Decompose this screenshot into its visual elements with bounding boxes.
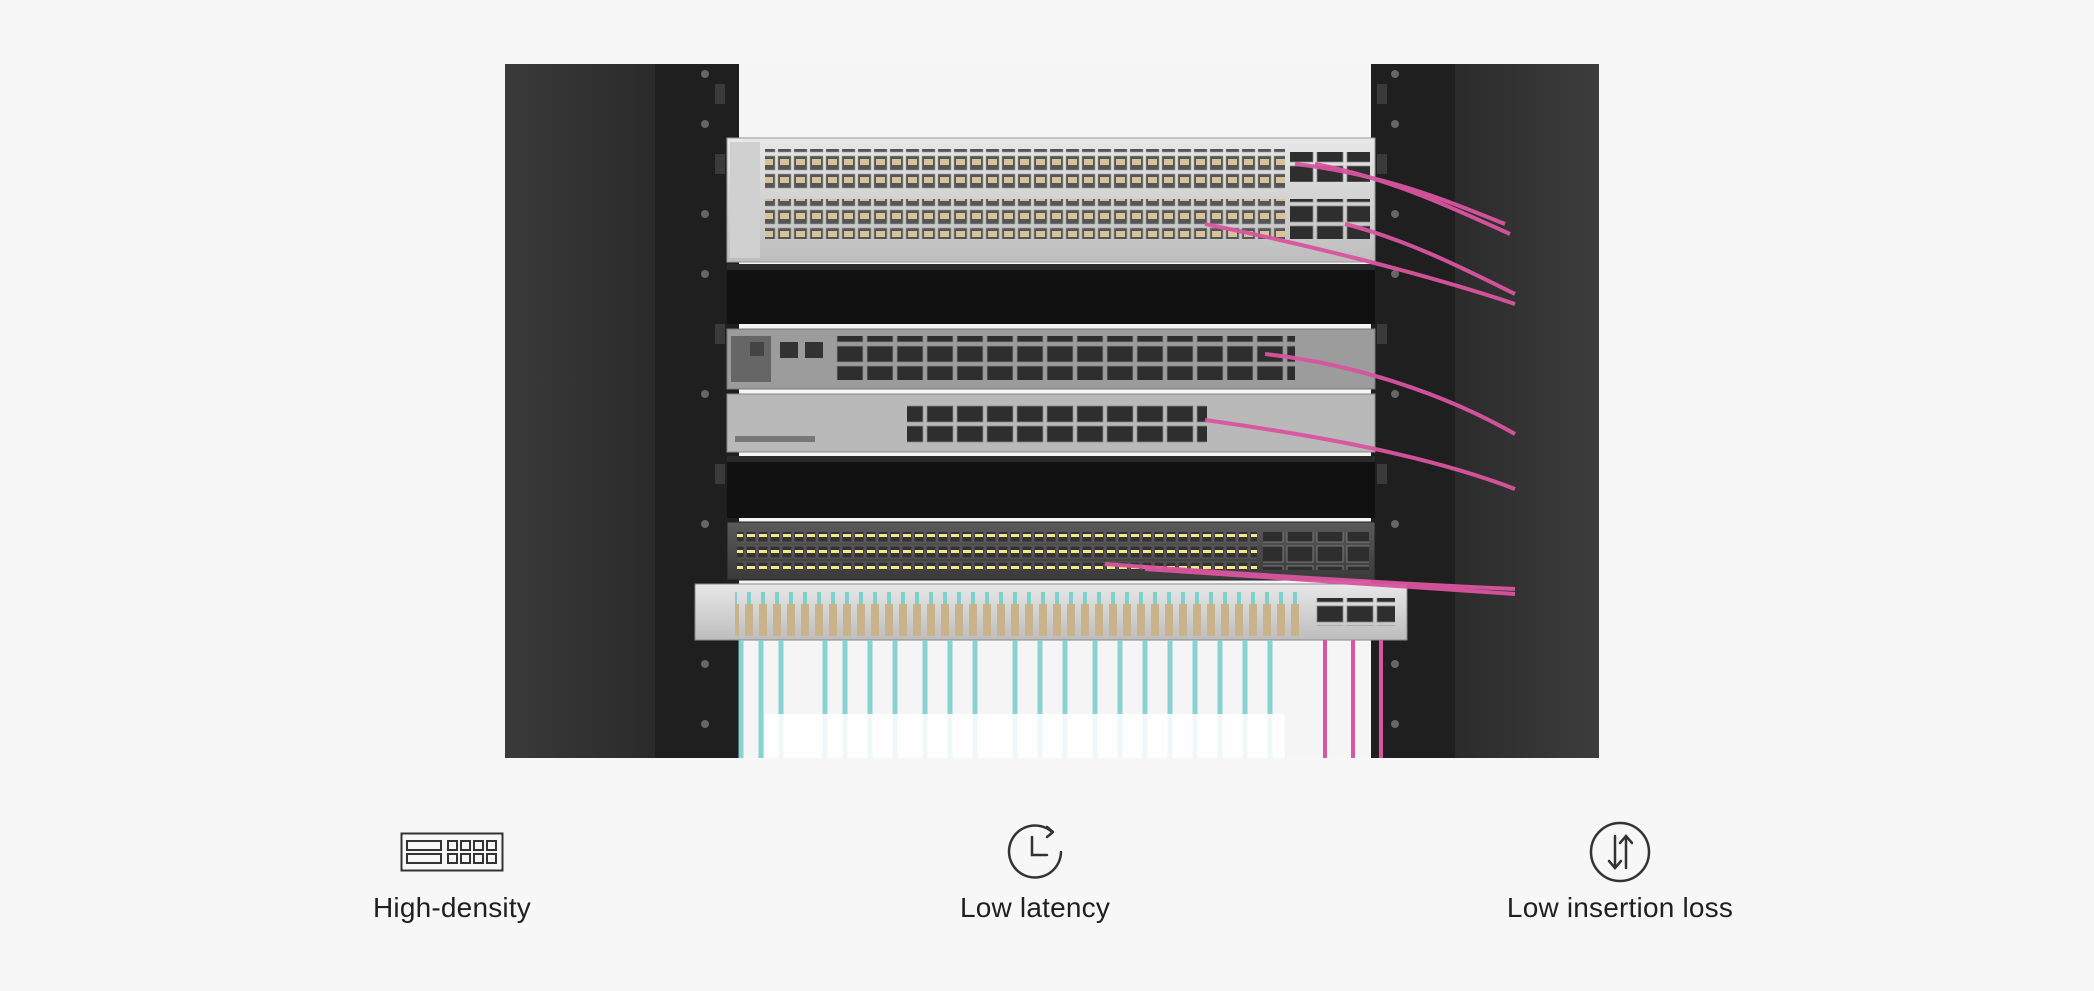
clock-icon xyxy=(1003,820,1067,884)
switch-ports-icon xyxy=(400,820,504,884)
feature-label: Low latency xyxy=(959,892,1111,923)
feature-low-insertion-loss: Low insertion loss xyxy=(1500,820,1740,924)
feature-high-density: High-density xyxy=(372,820,532,924)
bidirectional-arrows-icon xyxy=(1588,820,1652,884)
rack-photo xyxy=(505,64,1599,758)
feature-low-latency: Low latency xyxy=(955,820,1115,924)
feature-label: Low insertion loss xyxy=(1506,892,1734,923)
feature-label: High-density xyxy=(372,892,532,923)
